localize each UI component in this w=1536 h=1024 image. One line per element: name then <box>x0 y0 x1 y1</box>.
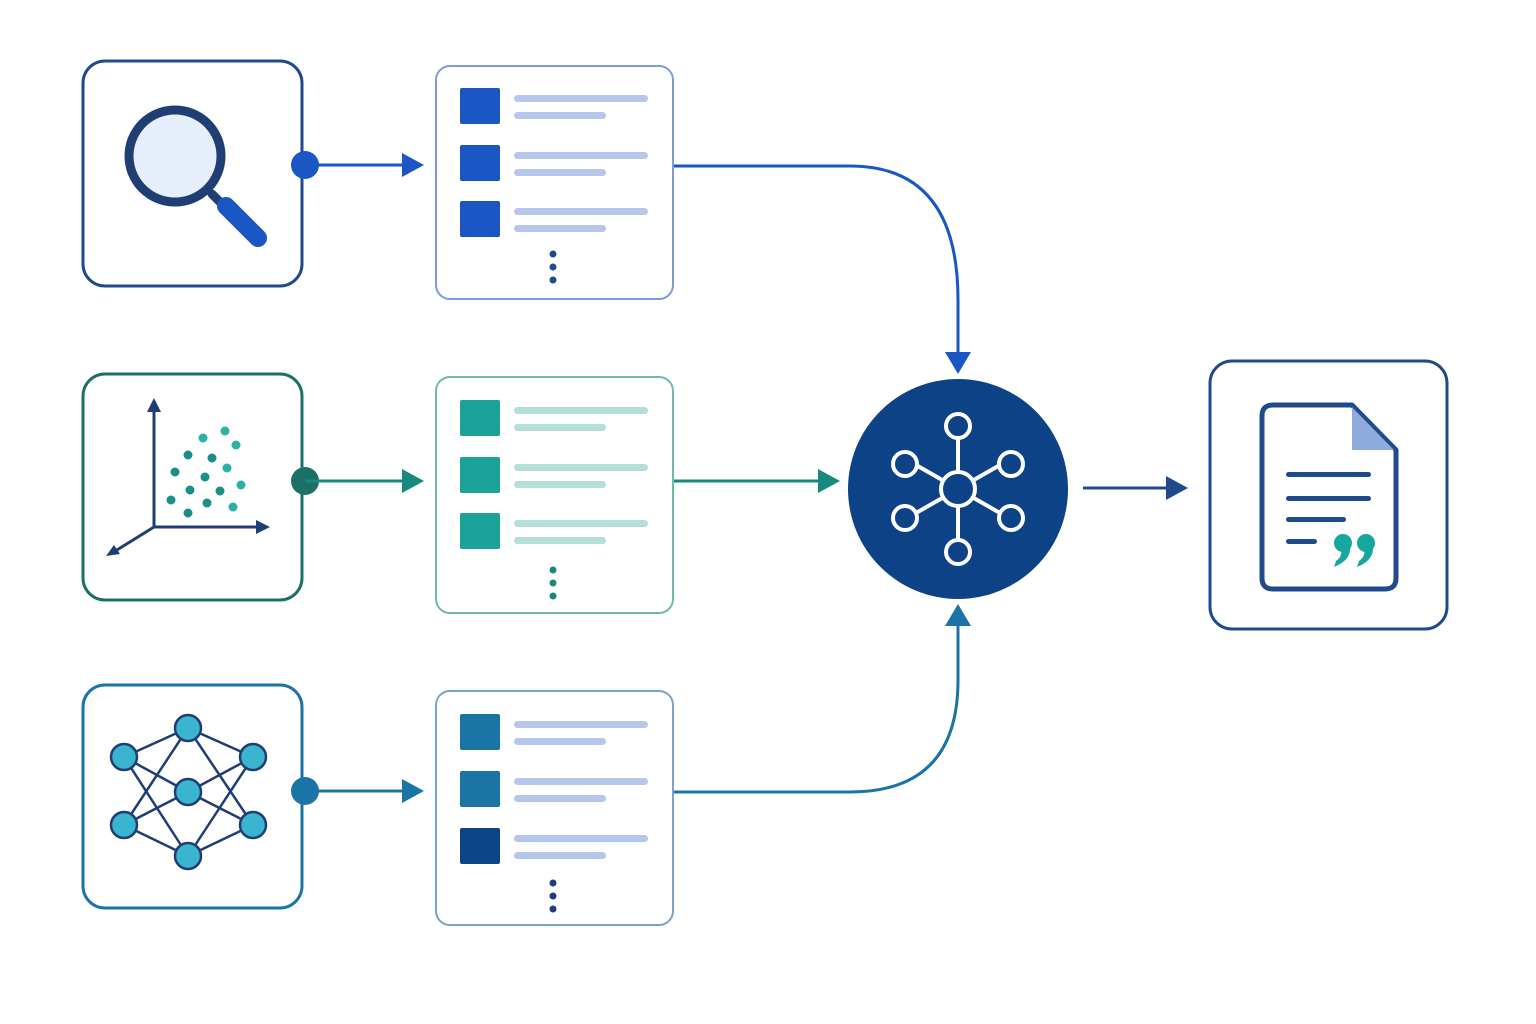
results-panel-neural[interactable] <box>435 690 674 926</box>
results-panel-vector[interactable] <box>435 376 674 614</box>
arrow-head <box>818 469 840 493</box>
arrow-head <box>402 469 424 493</box>
result-item[interactable] <box>460 145 648 181</box>
vertical-ellipsis-icon <box>549 879 557 913</box>
connector-search-to-results <box>291 151 424 179</box>
result-item[interactable] <box>460 88 648 124</box>
neural-network-icon <box>109 713 268 871</box>
arrow-head <box>945 604 971 626</box>
flow-vector-to-hub <box>674 469 840 493</box>
flow-neural-to-hub <box>674 604 971 794</box>
result-item[interactable] <box>460 714 648 750</box>
source-card-vector[interactable] <box>81 372 304 602</box>
connector-neural-to-results <box>291 777 424 805</box>
source-card-neural[interactable] <box>81 683 304 910</box>
scatter-points <box>166 426 246 518</box>
scatter-3d-axes-icon <box>106 398 270 556</box>
magnifying-glass-icon <box>124 105 267 247</box>
result-item[interactable] <box>460 457 648 493</box>
results-panel-search[interactable] <box>435 65 674 300</box>
arrow-head <box>945 352 971 374</box>
flow-hub-to-output <box>1083 476 1188 500</box>
connector-vector-to-results <box>291 467 424 495</box>
result-item[interactable] <box>460 771 648 807</box>
arrow-head <box>402 779 424 803</box>
fusion-hub[interactable] <box>848 379 1068 599</box>
document-quote-icon <box>1259 402 1399 592</box>
result-item[interactable] <box>460 513 648 549</box>
arrow-head <box>402 153 424 177</box>
flow-search-to-hub <box>674 164 971 374</box>
vertical-ellipsis-icon <box>549 250 557 284</box>
result-item[interactable] <box>460 400 648 436</box>
arrow-head <box>1166 476 1188 500</box>
source-card-search[interactable] <box>81 59 304 288</box>
result-item[interactable] <box>460 828 648 864</box>
vertical-ellipsis-icon <box>549 566 557 600</box>
output-card[interactable] <box>1208 359 1449 631</box>
result-item[interactable] <box>460 201 648 237</box>
quote-mark-icon <box>1334 534 1375 567</box>
hub-network-icon <box>891 412 1025 566</box>
